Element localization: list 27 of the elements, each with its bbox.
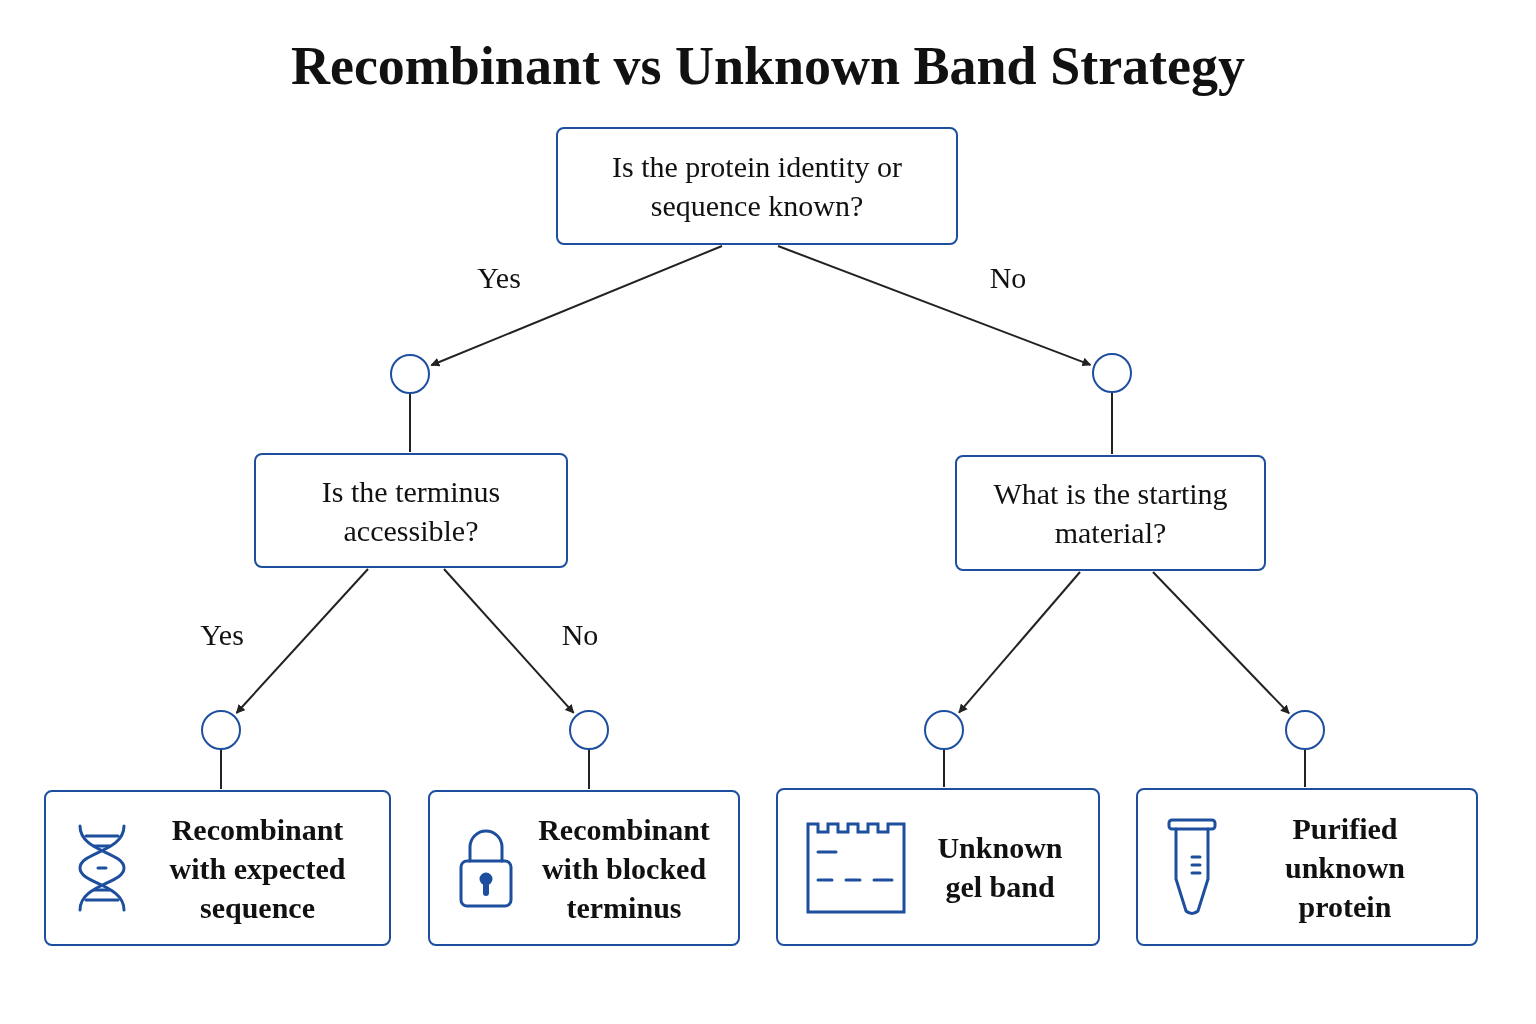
arrow xyxy=(235,568,369,714)
outcome-box xyxy=(44,790,391,946)
question-text: What is the starting material? xyxy=(992,476,1229,551)
diagram-title: Recombinant vs Unknown Band Strategy xyxy=(290,35,1246,98)
arrow xyxy=(777,245,1092,367)
outcome-text: Unknown gel band xyxy=(936,830,1064,905)
outcome-text: Recombinant with expected sequence xyxy=(168,811,347,926)
arrow xyxy=(958,571,1081,714)
outcome-box xyxy=(1136,788,1478,946)
connector-line xyxy=(220,749,222,790)
outcome-text: Recombinant with blocked terminus xyxy=(538,811,710,926)
outcome-box xyxy=(776,788,1100,946)
connector-line xyxy=(588,749,590,790)
question-box xyxy=(955,455,1266,571)
connector-line xyxy=(409,393,411,453)
connector-line xyxy=(1111,392,1113,455)
question-text: Is the protein identity or sequence known? xyxy=(611,149,903,224)
question-box xyxy=(556,127,958,245)
arrow xyxy=(443,568,575,714)
question-box xyxy=(254,453,568,568)
arrow xyxy=(1152,571,1291,715)
outcome-text: Purified unknown protein xyxy=(1283,810,1407,925)
arrow xyxy=(430,245,723,367)
outcome-box xyxy=(428,790,740,946)
connector-line xyxy=(1304,749,1306,788)
question-text: Is the terminus accessible? xyxy=(320,473,502,549)
connector-line xyxy=(943,749,945,788)
